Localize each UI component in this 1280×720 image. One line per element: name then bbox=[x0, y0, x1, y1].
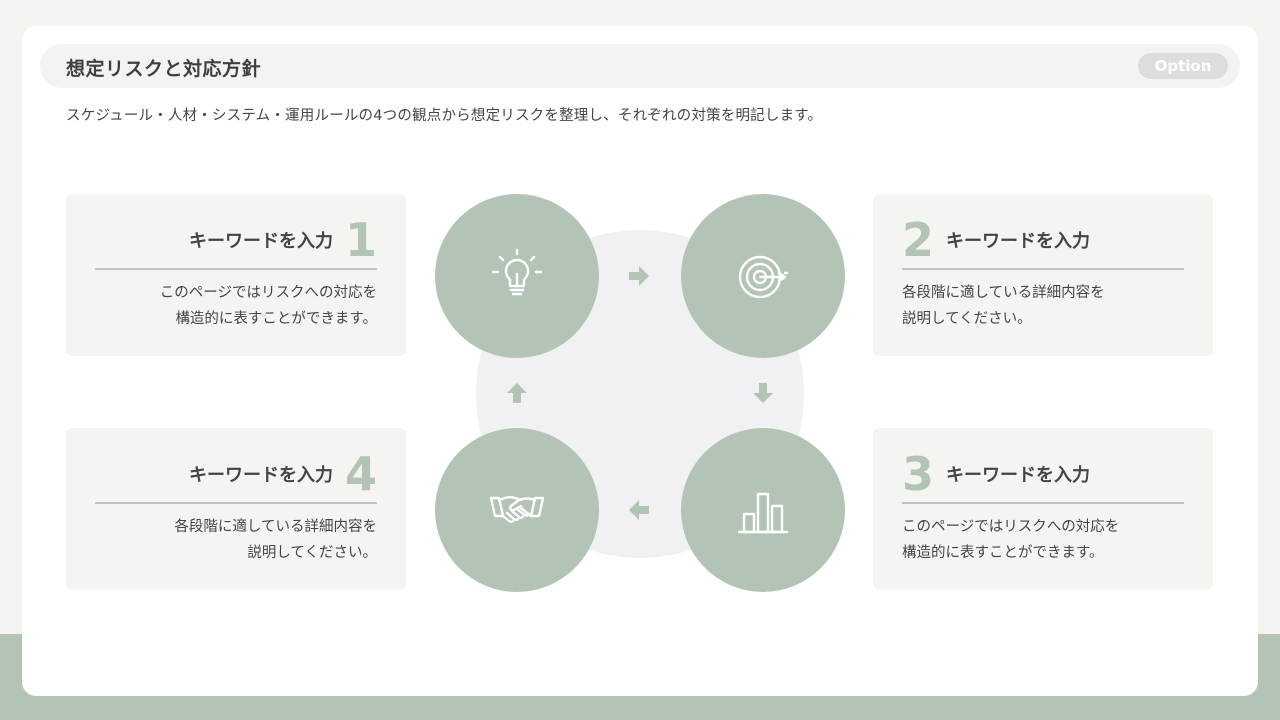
step-2-circle bbox=[681, 194, 845, 358]
arrow-down-icon bbox=[753, 383, 773, 403]
step-2-header: 2 キーワードを入力 bbox=[902, 212, 1184, 270]
step-4-box: キーワードを入力 4 各段階に適している詳細内容を 説明してください。 bbox=[66, 428, 406, 590]
step-2-line-2: 説明してください。 bbox=[902, 311, 1032, 327]
step-3-line-1: このページではリスクへの対応を bbox=[902, 519, 1120, 535]
step-4-keyword: キーワードを入力 bbox=[188, 465, 333, 486]
step-2-box: 2 キーワードを入力 各段階に適している詳細内容を 説明してください。 bbox=[873, 194, 1213, 356]
step-3-number: 3 bbox=[902, 447, 935, 501]
option-badge[interactable]: Option bbox=[1138, 53, 1228, 79]
lightbulb-icon bbox=[491, 248, 543, 296]
step-4-circle bbox=[435, 428, 599, 592]
arrow-up-icon bbox=[507, 383, 527, 403]
step-1-number: 1 bbox=[344, 213, 377, 267]
step-3-description: このページではリスクへの対応を 構造的に表すことができます。 bbox=[902, 514, 1184, 566]
arrow-left-icon bbox=[629, 500, 649, 520]
step-3-keyword: キーワードを入力 bbox=[946, 465, 1091, 486]
step-2-description: 各段階に適している詳細内容を 説明してください。 bbox=[902, 280, 1184, 332]
step-3-header: 3 キーワードを入力 bbox=[902, 446, 1184, 504]
handshake-icon bbox=[489, 495, 545, 523]
page-subtitle: スケジュール・人材・システム・運用ルールの4つの観点から想定リスクを整理し、それ… bbox=[66, 108, 823, 124]
target-icon bbox=[738, 255, 789, 299]
step-1-keyword: キーワードを入力 bbox=[188, 231, 333, 252]
step-1-header: キーワードを入力 1 bbox=[95, 212, 377, 270]
slide-card: 想定リスクと対応方針 Option スケジュール・人材・システム・運用ルールの4… bbox=[22, 26, 1258, 696]
step-2-number: 2 bbox=[902, 213, 935, 267]
step-4-line-2: 説明してください。 bbox=[247, 545, 377, 561]
arrow-right-icon bbox=[629, 266, 649, 286]
step-3-line-2: 構造的に表すことができます。 bbox=[902, 545, 1104, 561]
step-3-circle bbox=[681, 428, 845, 592]
step-1-line-1: このページではリスクへの対応を bbox=[159, 285, 377, 301]
page-title: 想定リスクと対応方針 bbox=[66, 58, 262, 80]
step-1-box: キーワードを入力 1 このページではリスクへの対応を 構造的に表すことができます… bbox=[66, 194, 406, 356]
title-bar: 想定リスクと対応方針 Option bbox=[40, 44, 1240, 88]
step-3-box: 3 キーワードを入力 このページではリスクへの対応を 構造的に表すことができます… bbox=[873, 428, 1213, 590]
step-4-header: キーワードを入力 4 bbox=[95, 446, 377, 504]
step-4-line-1: 各段階に適している詳細内容を bbox=[174, 519, 377, 535]
step-1-circle bbox=[435, 194, 599, 358]
step-2-keyword: キーワードを入力 bbox=[946, 231, 1091, 252]
bar-chart-icon bbox=[737, 492, 789, 534]
step-1-description: このページではリスクへの対応を 構造的に表すことができます。 bbox=[95, 280, 377, 332]
step-4-description: 各段階に適している詳細内容を 説明してください。 bbox=[95, 514, 377, 566]
step-1-line-2: 構造的に表すことができます。 bbox=[175, 311, 377, 327]
step-4-number: 4 bbox=[344, 447, 377, 501]
step-2-line-1: 各段階に適している詳細内容を bbox=[902, 285, 1105, 301]
